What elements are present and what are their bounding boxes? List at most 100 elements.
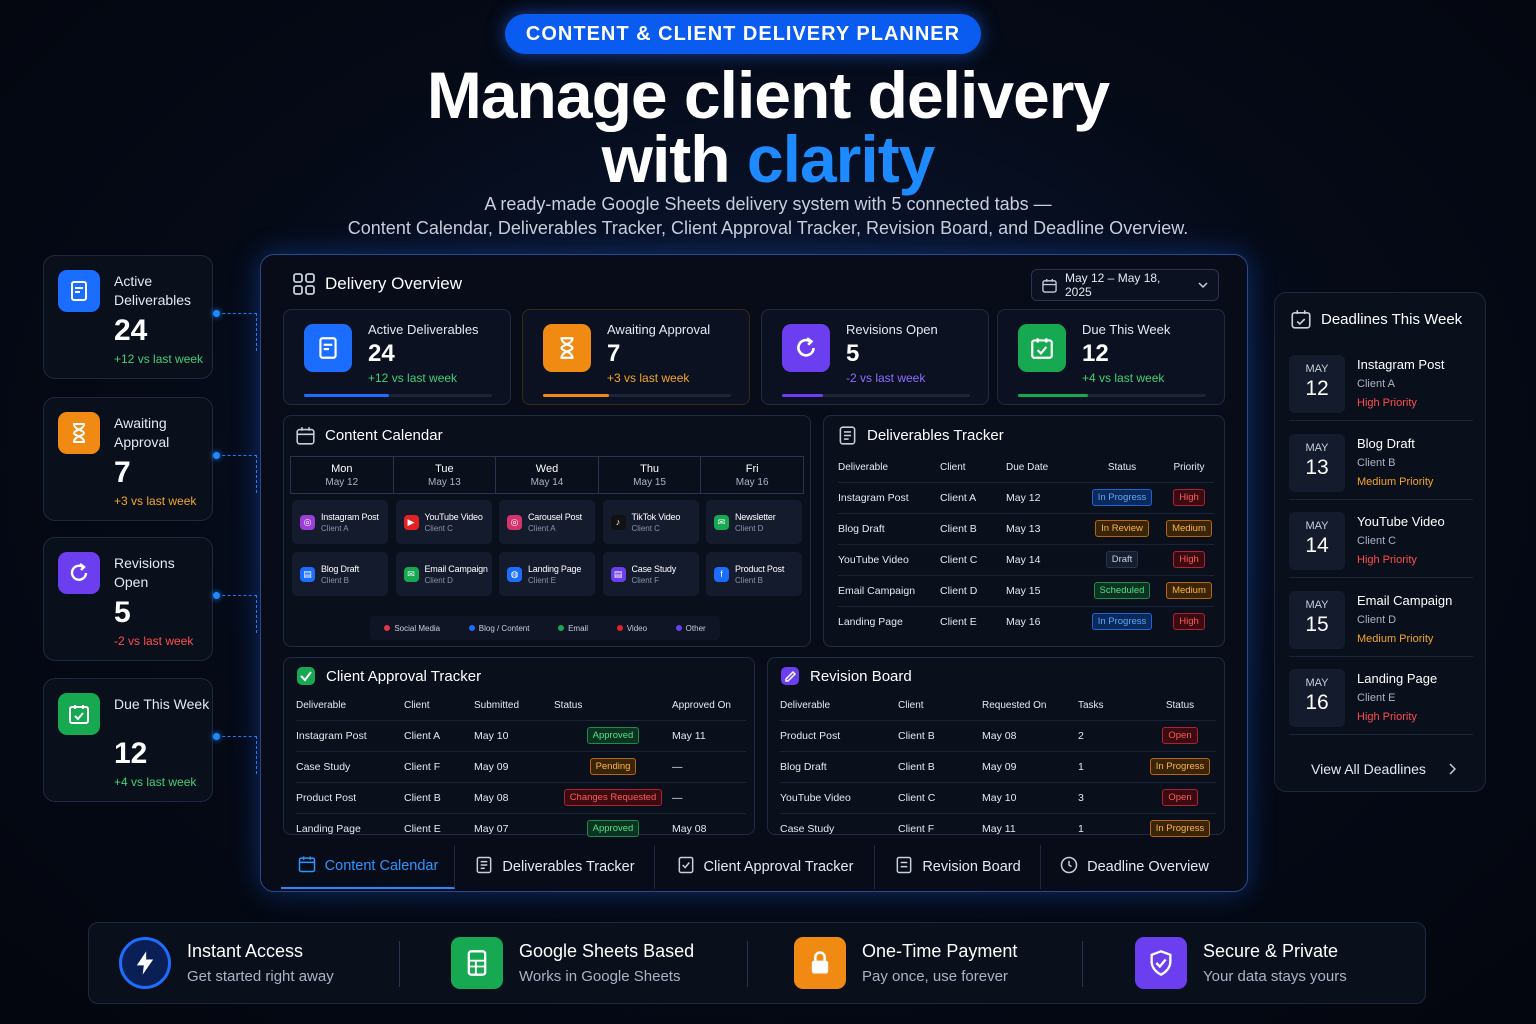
legend-item: Other bbox=[675, 623, 706, 633]
feature-title: Secure & Private bbox=[1203, 941, 1339, 961]
kpi-card: Awaiting Approval 7 +3 vs last week bbox=[522, 309, 750, 405]
hourglass-icon bbox=[543, 324, 591, 372]
kpi-delta: +12 vs last week bbox=[368, 371, 458, 385]
kpi-delta: -2 vs last week bbox=[846, 371, 926, 385]
deadline-day: 14 bbox=[1305, 534, 1329, 557]
product-badge: CONTENT & CLIENT DELIVERY PLANNER bbox=[505, 14, 981, 54]
table-cell: Landing Page bbox=[838, 605, 940, 637]
tab-revision-board[interactable]: Revision Board bbox=[875, 845, 1041, 889]
deadline-item[interactable]: MAY 13 Blog Draft Client B Medium Priori… bbox=[1289, 428, 1473, 500]
kpi-card: Active Deliverables 24 +12 vs last week bbox=[283, 309, 511, 405]
kpi-value: 12 bbox=[1082, 340, 1109, 367]
side-stat-delta: +12 vs last week bbox=[114, 352, 204, 366]
table-cell: Client D bbox=[940, 574, 1006, 606]
deadline-date-block: MAY 12 bbox=[1289, 355, 1345, 413]
status-badge: Pending bbox=[589, 758, 637, 775]
status-badge: Changes Requested bbox=[563, 789, 663, 806]
kpi-label: Active Deliverables bbox=[368, 322, 479, 337]
tab-deadline-overview[interactable]: Deadline Overview bbox=[1041, 845, 1227, 889]
content-calendar-card: Content Calendar Mon May 12 Tue May 13 W… bbox=[283, 415, 811, 647]
table-header: Client bbox=[404, 700, 430, 712]
date-range-select[interactable]: May 12 – May 18, 2025 bbox=[1031, 269, 1219, 301]
legend-label: Other bbox=[685, 623, 706, 633]
side-stat-value: 12 bbox=[114, 737, 148, 770]
calendar-day-name: Wed bbox=[535, 463, 559, 475]
table-header: Status bbox=[554, 700, 583, 712]
side-stat-delta: -2 vs last week bbox=[114, 634, 194, 648]
status-badge: Open bbox=[1162, 727, 1198, 744]
side-stat-card: Revisions Open 5 -2 vs last week bbox=[43, 537, 213, 661]
deadline-day: 16 bbox=[1305, 691, 1329, 714]
calendar-item-client: Client F bbox=[631, 575, 660, 585]
table-cell: May 11 bbox=[982, 812, 1078, 844]
table-cell: May 14 bbox=[1006, 543, 1080, 575]
check-icon bbox=[297, 667, 315, 685]
calendar-check-icon bbox=[1291, 310, 1311, 329]
calendar-day-date: May 13 bbox=[427, 477, 461, 488]
legend-label: Email bbox=[568, 623, 589, 633]
table-header: Client bbox=[898, 700, 924, 712]
hourglass-icon bbox=[58, 412, 100, 454]
table-header: Status bbox=[1165, 700, 1195, 712]
table-cell: Client B bbox=[404, 781, 474, 813]
kpi-progress-track bbox=[543, 394, 731, 397]
kpi-card: Revisions Open 5 -2 vs last week bbox=[761, 309, 989, 405]
deadline-item[interactable]: MAY 15 Email Campaign Client D Medium Pr… bbox=[1289, 585, 1473, 657]
table-header: Tasks bbox=[1078, 700, 1104, 712]
content-calendar-title-text: Content Calendar bbox=[325, 427, 443, 444]
legend-label: Social Media bbox=[394, 623, 441, 633]
table-cell: Instagram Post bbox=[296, 719, 404, 751]
tab-content-calendar[interactable]: Content Calendar bbox=[281, 845, 455, 889]
content-calendar-title: Content Calendar bbox=[296, 426, 443, 445]
table-header: Status bbox=[1107, 462, 1137, 474]
calendar-day-thu: Thu May 15 bbox=[599, 457, 702, 493]
deadline-item[interactable]: MAY 12 Instagram Post Client A High Prio… bbox=[1289, 349, 1473, 421]
table-cell: May 13 bbox=[1006, 512, 1080, 544]
calendar-item-title: TikTok Video bbox=[631, 511, 681, 522]
status-badge: Approved bbox=[586, 820, 640, 838]
view-all-deadlines-link[interactable]: View All Deadlines bbox=[1311, 761, 1456, 777]
side-stat-label: Awaiting Approval bbox=[114, 415, 170, 450]
deadline-priority: High Priority bbox=[1357, 711, 1417, 723]
deadline-priority: Medium Priority bbox=[1357, 475, 1434, 488]
deadline-client: Client B bbox=[1357, 456, 1396, 469]
tab-deliverables-tracker[interactable]: Deliverables Tracker bbox=[455, 845, 655, 889]
status-badge: In Progress bbox=[1149, 820, 1211, 838]
deadline-client: Client A bbox=[1357, 378, 1395, 390]
deadline-item[interactable]: MAY 16 Landing Page Client E High Priori… bbox=[1289, 663, 1473, 735]
table-cell: 1 bbox=[1078, 812, 1144, 844]
table-cell: May 08 bbox=[474, 781, 554, 813]
tab-client-approval-tracker[interactable]: Client Approval Tracker bbox=[655, 845, 875, 889]
list-icon bbox=[474, 855, 494, 879]
side-stat-delta: +4 vs last week bbox=[114, 775, 197, 789]
side-stat-card: Due This Week 12 +4 vs last week bbox=[43, 678, 213, 802]
deadline-item[interactable]: MAY 14 YouTube Video Client C High Prior… bbox=[1289, 506, 1473, 578]
email-icon: ✉ bbox=[714, 514, 729, 530]
